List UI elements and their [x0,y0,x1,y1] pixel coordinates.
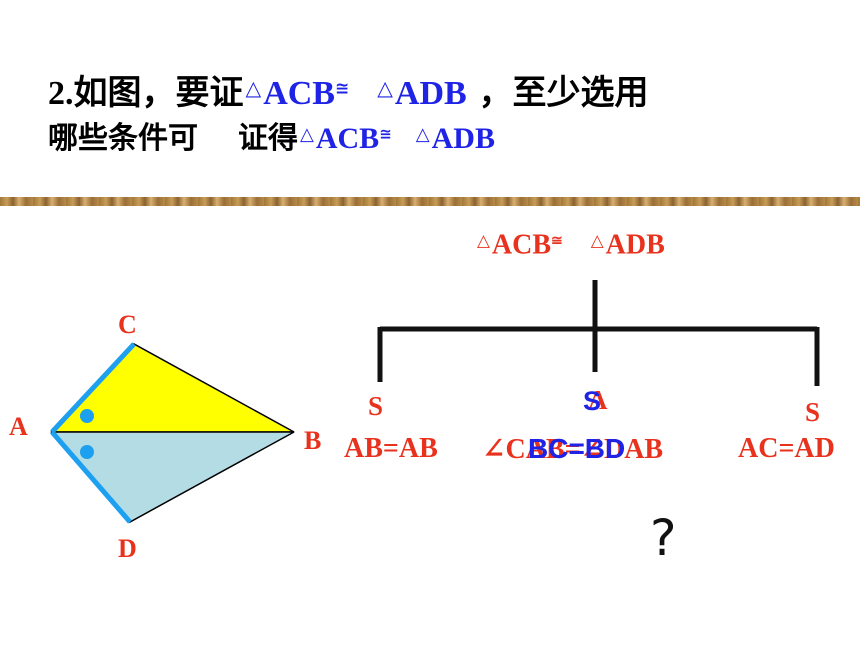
point-label-c: C [118,310,137,339]
angle-dab-marker [80,445,94,459]
middle-branch-label-s: S [583,386,602,416]
congruent-symbol: ≅ [379,125,392,143]
problem-line-2: 哪些条件可证得△ACB≅△ADB [48,114,495,159]
condition-ab-ab: AB=AB [344,433,438,464]
point-label-b: B [304,426,322,455]
problem-text-1: 如图，要证 [73,73,244,114]
goal-triangle-adb: ADB [605,229,665,261]
question-mark: ? [650,509,677,567]
tree-goal: △ACB≅△ADB [475,223,665,264]
triangle-symbol: △ [415,123,430,145]
left-branch-label: S [368,391,384,421]
middle-branch-label-a: A [588,385,608,415]
triangle-symbol: △ [300,123,314,145]
condition-bc-bd: BC=BD [528,433,626,464]
congruent-symbol: ≅ [334,78,350,99]
problem-line-1: 2.如图，要证△ACB≅△ADB ，至少选用 [48,66,649,116]
tree-lines [377,280,820,386]
point-label-a: A [9,412,28,441]
problem-text-mid: 证得 [238,121,298,156]
angle-cab-marker [80,409,94,423]
triangle-adb: ADB [394,75,467,113]
problem-number: 2. [48,75,74,113]
side-ad-highlight [50,430,132,524]
right-branch-label: S [805,397,821,427]
goal-triangle-acb: ACB [491,229,552,261]
condition-ac-ad: AC=AD [738,433,835,464]
decorative-divider [0,197,860,206]
condition-angle-cab-dab: ∠CAB=∠DAB [482,434,664,465]
triangle-symbol: △ [377,76,393,100]
problem-text-2: 哪些条件可 [48,121,198,156]
problem-text-after: ，至少选用 [478,73,649,114]
triangle-symbol: △ [477,231,490,250]
triangle-symbol: △ [590,231,604,250]
congruent-symbol: ≅ [551,234,563,250]
triangle-adb: ADB [431,122,495,155]
side-ac-highlight [50,342,136,434]
triangle-acb: ACB [315,122,380,155]
point-label-d: D [118,534,137,563]
triangle-acb: ACB [263,75,335,113]
triangle-symbol: △ [245,76,262,100]
